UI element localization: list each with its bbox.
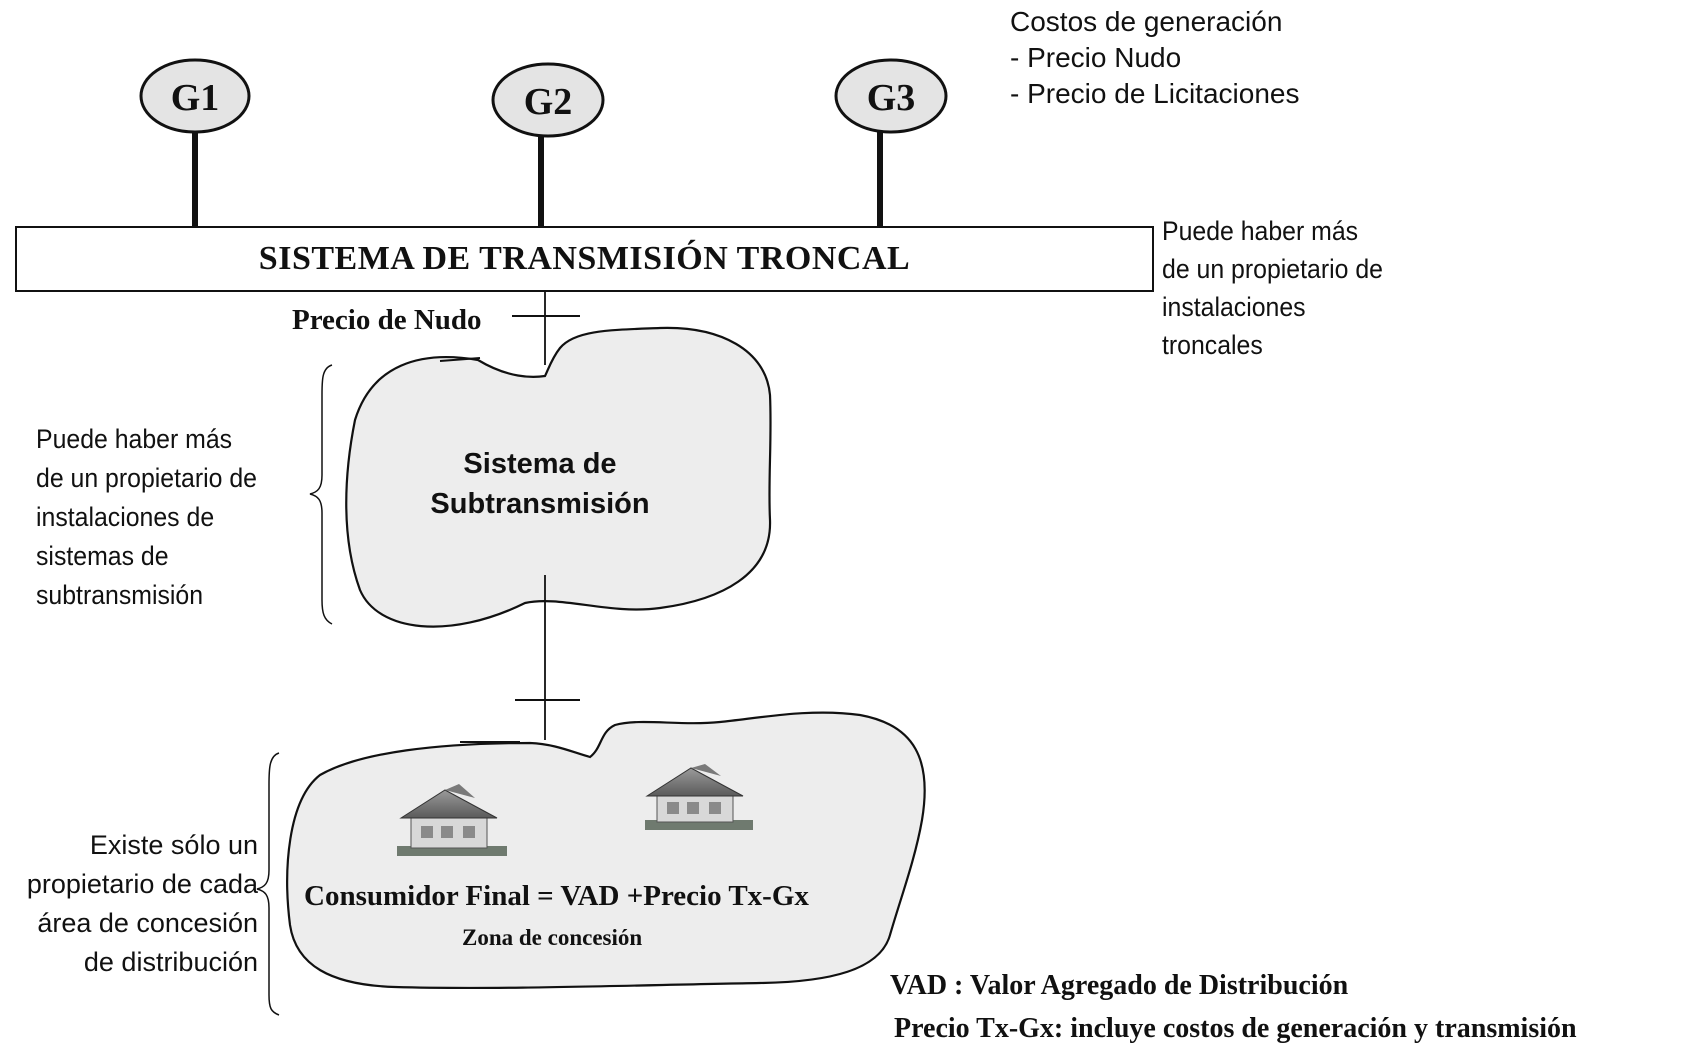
distribution-note: Existe sólo un propietario de cada área … (26, 830, 258, 977)
generator-label: G2 (523, 81, 573, 123)
price-footnote: Precio Tx-Gx: incluye costos de generaci… (894, 1013, 1577, 1044)
generator-node (834, 58, 948, 134)
generator-label: G1 (170, 77, 220, 119)
subtransmission-area-notch (439, 357, 481, 362)
trunk-system-box (15, 226, 1154, 292)
generator-node (139, 58, 251, 134)
subtransmission-note: Puede haber más de un propietario de ins… (36, 424, 257, 610)
house-icon (645, 764, 753, 830)
subtransmission-brace (309, 364, 333, 625)
house-icon (397, 784, 507, 856)
concession-zone-label: Zona de concesión (462, 925, 643, 950)
generation-costs-title: Costos de generación (1010, 6, 1283, 37)
subtransmission-area (345, 326, 772, 628)
consumer-formula: Consumidor Final = VAD +Precio Tx-Gx (304, 880, 809, 912)
subtransmission-label: Sistema de Subtransmisión (430, 448, 650, 520)
distribution-brace (256, 752, 280, 1016)
trunk-system-note: Puede haber más de un propietario de ins… (1162, 216, 1383, 360)
trunk-system-label: SISTEMA DE TRANSMISIÓN TRONCAL (258, 240, 911, 277)
generation-costs-item: - Precio Nudo (1010, 42, 1182, 73)
generation-costs-item: - Precio de Licitaciones (1010, 78, 1300, 109)
generator-label: G3 (866, 77, 916, 119)
distribution-area (286, 711, 926, 990)
node-price-label: Precio de Nudo (292, 304, 482, 336)
generator-node (491, 62, 605, 138)
vad-footnote: VAD : Valor Agregado de Distribución (890, 970, 1349, 1001)
